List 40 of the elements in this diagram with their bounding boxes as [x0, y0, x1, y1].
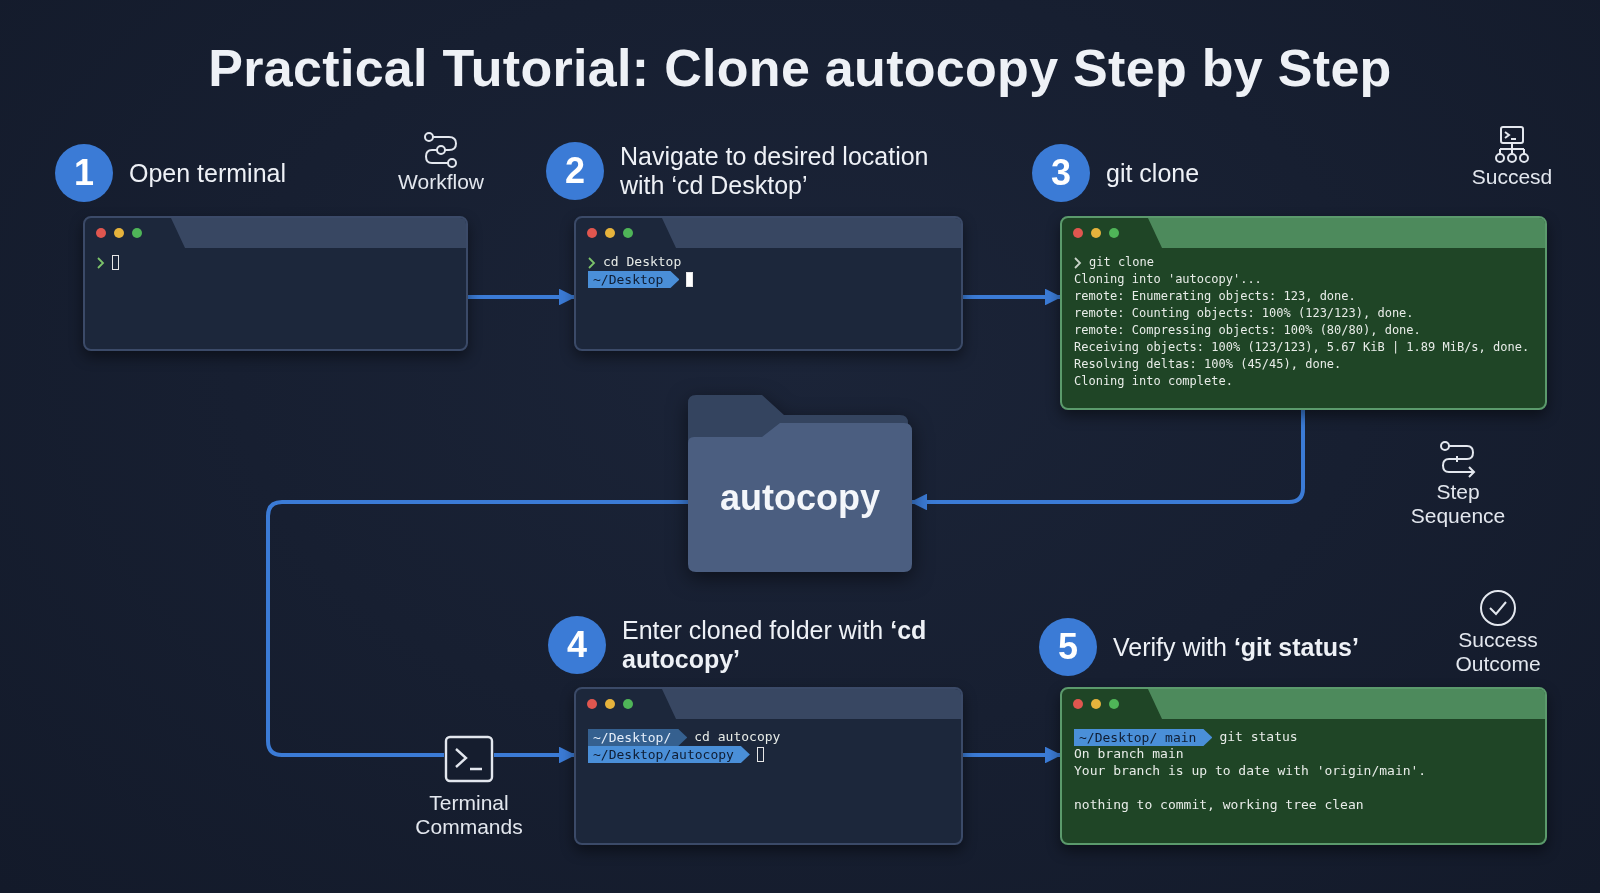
connector-line: [266, 500, 688, 757]
arrow: [963, 288, 1062, 306]
terminal-output: Your branch is up to date with 'origin/main'.: [1074, 763, 1427, 780]
step-number: 1: [55, 144, 113, 202]
terminal-output: remote: Counting objects: 100% (123/123), done.: [1074, 305, 1414, 322]
terminal-output: On branch main: [1074, 746, 1184, 763]
step-heading: Verify with ‘git status’: [1113, 632, 1360, 662]
path-prompt: ~/Desktop/autocopy: [588, 746, 750, 763]
path-prompt: ~/Desktop/: [588, 729, 688, 746]
icon-caption: Success Outcome: [1454, 628, 1542, 676]
path-prompt: ~/Desktop: [588, 271, 680, 288]
terminal-output: nothing to commit, working tree clean: [1074, 797, 1364, 814]
arrow: [910, 410, 1305, 511]
terminal-output: remote: Compressing objects: 100% (80/80), done.: [1074, 322, 1421, 339]
step-heading: git clone: [1106, 158, 1201, 188]
folder-label: autocopy: [719, 477, 881, 519]
terminal-output: git clone: [1089, 254, 1155, 271]
title: Practical Tutorial: Clone autocopy Step by Step: [207, 38, 1393, 98]
terminal-output: remote: Enumerating objects: 123, done.: [1074, 288, 1356, 305]
path-prompt: ~/Desktop/ main: [1074, 729, 1213, 746]
terminal-output: git status: [1219, 729, 1298, 746]
icon-caption: Terminal Commands: [414, 791, 524, 839]
icon-caption: Step Sequence: [1409, 480, 1507, 528]
terminal-output: cd Desktop: [603, 254, 682, 271]
arrow: [468, 288, 576, 306]
terminal-output: Cloning into 'autocopy'...: [1074, 271, 1262, 288]
icon-caption: Succesd: [1471, 165, 1553, 189]
terminal-output: Cloning into complete.: [1074, 373, 1233, 390]
terminal-output: Resolving deltas: 100% (45/45), done.: [1074, 356, 1342, 373]
terminal-output: Receiving objects: 100% (123/123), 5.67 KiB | 1.89 MiB/s, done.: [1074, 339, 1530, 356]
step-number: 2: [546, 142, 604, 200]
step-number: 4: [548, 616, 606, 674]
arrow: [494, 746, 576, 764]
terminal-output: cd autocopy: [694, 729, 781, 746]
arrow: [963, 746, 1062, 764]
step-heading: Navigate to desired location with ‘cd Desktop’: [620, 142, 930, 200]
step-number: 3: [1032, 144, 1090, 202]
step-number: 5: [1039, 618, 1097, 676]
icon-caption: Workflow: [398, 170, 484, 194]
step-heading: Enter cloned folder with ‘cd autocopy’: [622, 616, 928, 674]
